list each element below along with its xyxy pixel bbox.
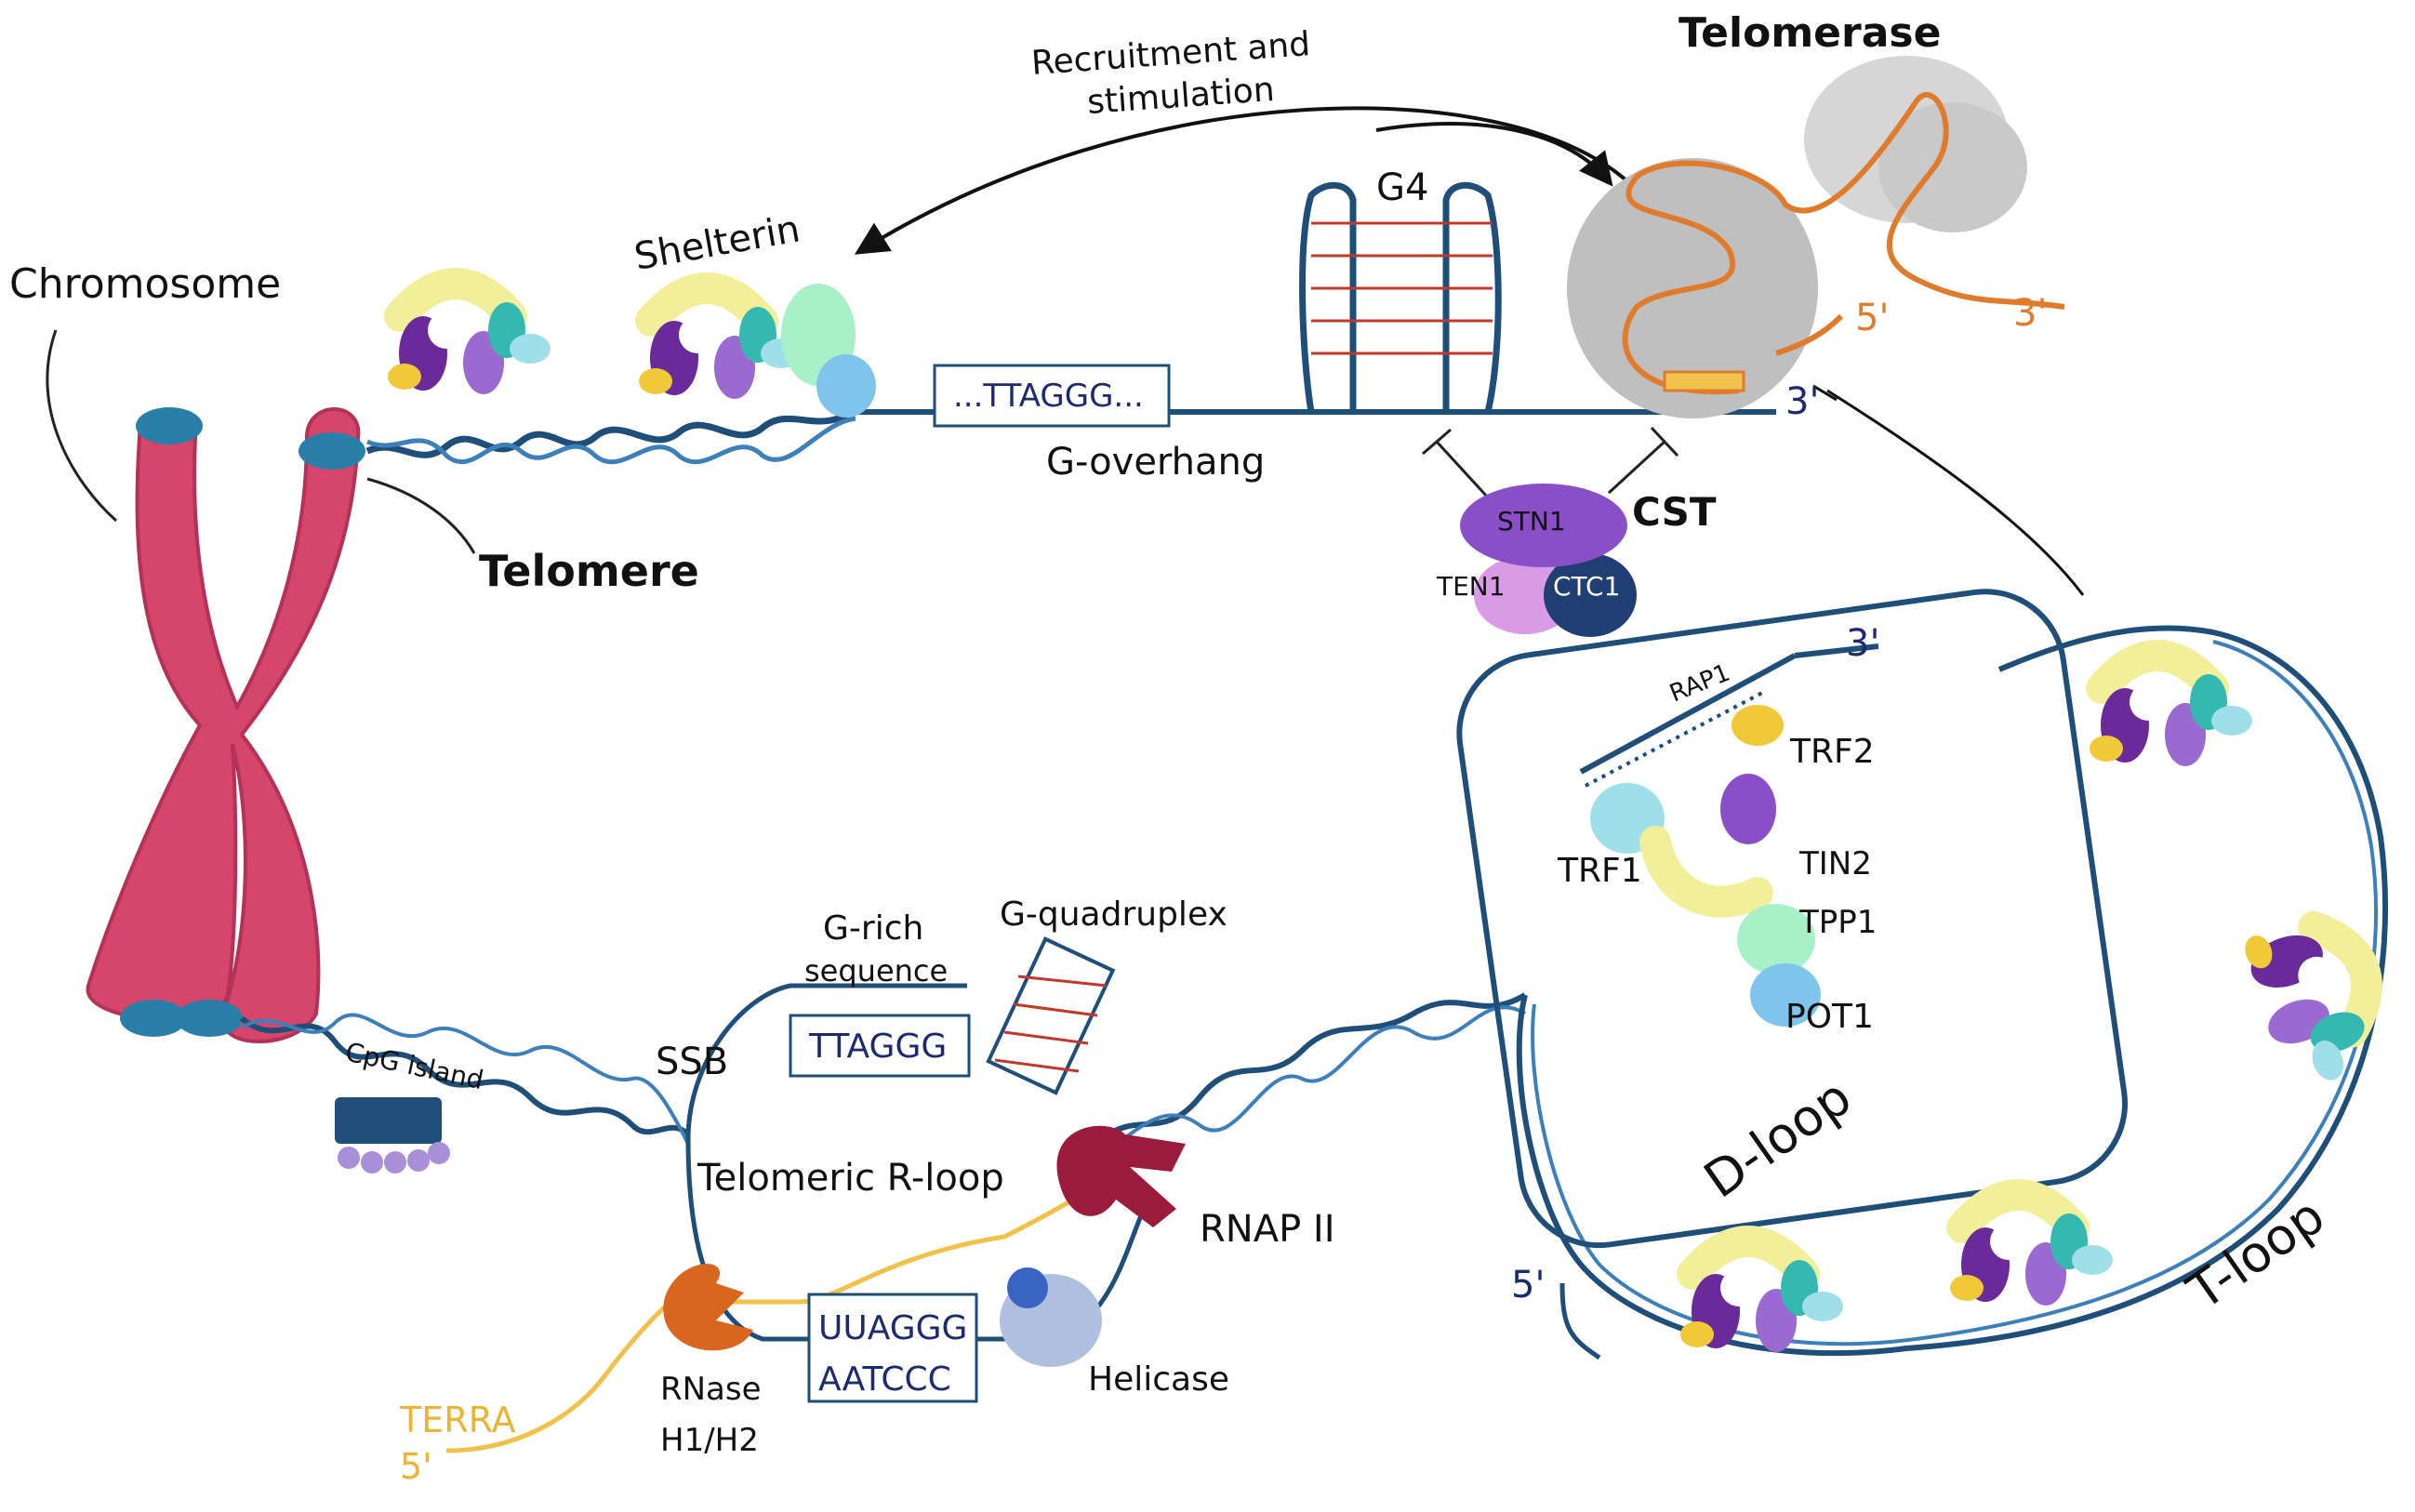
terra-5prime-label: 5': [400, 1446, 432, 1487]
trf1-label: TRF1: [1557, 852, 1642, 890]
g-rich-label-1: G-rich: [823, 909, 923, 948]
shelterin-complex-1: [388, 284, 551, 394]
cst-complex: [1460, 484, 1637, 637]
tloop-3prime-label: 3': [1846, 622, 1879, 665]
g-overhang-label: G-overhang: [1046, 441, 1265, 484]
terra-rna: [445, 1178, 1108, 1453]
telomerase-complex: [1567, 56, 2065, 418]
rnase-label-2: H1/H2: [660, 1422, 759, 1459]
pot1-label: POT1: [1785, 998, 1874, 1036]
ssb-label: SSB: [656, 1041, 728, 1083]
rnase-h1-h2: [663, 1264, 753, 1351]
trf2-label: TRF2: [1789, 733, 1875, 771]
aatccc-text: AATCCC: [818, 1360, 951, 1399]
rnase-label-1: RNase: [660, 1371, 762, 1408]
helicase-label: Helicase: [1088, 1360, 1229, 1399]
d-loop-box: [1456, 589, 2129, 1249]
ctc1-label: CTC1: [1553, 571, 1620, 602]
rna-3prime-label: 3': [2013, 292, 2047, 335]
shelterin-complex-2: [639, 288, 802, 399]
uuaggg-text: UUAGGG: [818, 1309, 967, 1347]
tloop-5prime-label: 5': [1511, 1264, 1545, 1306]
rnap-ii: [1056, 1125, 1186, 1227]
shelterin-tloop-4: [1680, 1241, 1843, 1352]
g-rich-label-2: sequence: [804, 953, 948, 988]
cst-label: CST: [1632, 489, 1717, 535]
overhang-to-tloop-line: [1826, 389, 2085, 596]
overhang-3prime-label: 3': [1785, 380, 1819, 423]
shelterin-pot1-upper: [781, 284, 876, 418]
tpp1-label: TPP1: [1798, 904, 1877, 941]
shelterin-label: Shelterin: [631, 207, 803, 279]
rap1-label: RAP1: [1665, 659, 1733, 709]
g4-structure: [1299, 181, 1502, 413]
shelterin-tloop-2: [2236, 905, 2396, 1095]
ten1-label: TEN1: [1436, 571, 1506, 602]
cst-inhibition-lines: [1422, 426, 1679, 499]
ttaggg-overhang-text: ...TTAGGG...: [953, 378, 1144, 415]
t-loop-dna: [1516, 625, 2389, 1360]
recruitment-arrow-to-telomerase: [1375, 122, 1613, 187]
ttaggg-box-text: TTAGGG: [808, 1028, 947, 1066]
recruitment-arrow: [854, 106, 1629, 255]
telomerase-label: Telomerase: [1679, 9, 1941, 57]
shelterin-tloop-1: [2090, 656, 2252, 766]
telomere-label: Telomere: [479, 546, 699, 596]
cpg-island: [335, 1097, 450, 1174]
stn1-label: STN1: [1497, 506, 1566, 537]
helicase: [1000, 1267, 1102, 1367]
chromosome-pointer-line: [46, 329, 117, 523]
tin2-label: TIN2: [1798, 845, 1872, 882]
ttaggg-overhang-box: [933, 364, 1171, 428]
g-quadruplex-label: G-quadruplex: [1000, 895, 1227, 934]
ttaggg-rich-box: [789, 1014, 971, 1078]
chromosome: [86, 407, 365, 1043]
rnap2-label: RNAP II: [1200, 1208, 1335, 1251]
terra-label: TERRA: [399, 1399, 515, 1440]
rna-dna-hybrid-box: [807, 1293, 978, 1403]
rap1-strand: [1579, 643, 1879, 788]
d-loop-label: D-loop: [1693, 1068, 1862, 1210]
cpg-island-label: CpG island: [343, 1037, 486, 1096]
g-quadruplex-small: [986, 936, 1116, 1095]
telomerase-5prime-label: 5': [1855, 297, 1889, 339]
chromosome-label: Chromosome: [9, 260, 281, 308]
shelterin-tloop-3: [1950, 1195, 2113, 1306]
shelterin-dloop: [1590, 705, 1821, 1027]
telomere-pointer-line: [366, 477, 476, 554]
telomeric-rloop-label: Telomeric R-loop: [697, 1157, 1004, 1200]
g4-label: G4: [1376, 166, 1428, 209]
